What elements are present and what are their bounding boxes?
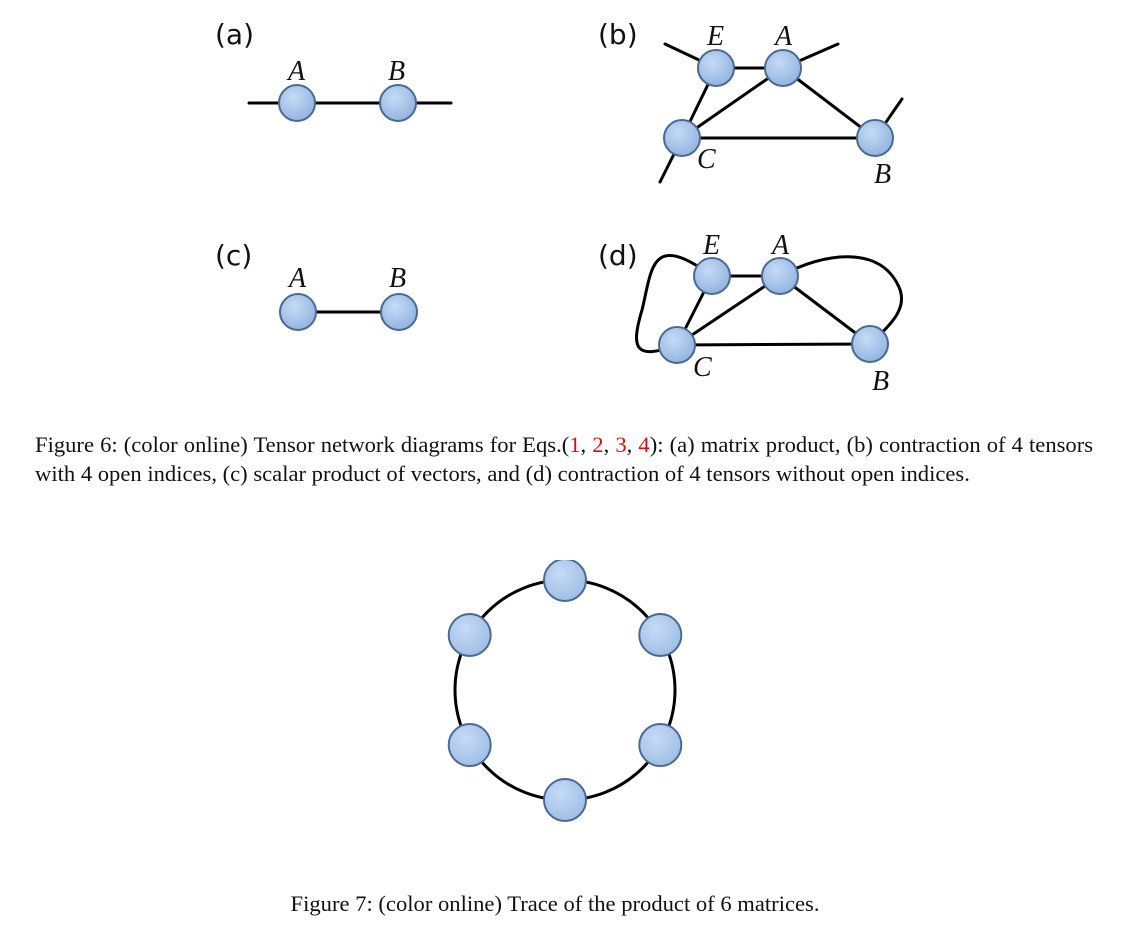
panel-c-node-a [279,293,317,331]
panel-c-label-b: B [389,263,406,294]
panel-a-label-b: B [388,56,405,87]
panel-d-node-a [761,257,799,295]
panel-b-node-b [856,119,894,157]
figure-6-diagram: (a) A B (b) E A C B (c) A B (d) [215,18,904,397]
figure-7-nodes [447,560,683,822]
figure-7-ring [453,578,677,802]
figure-7-node-1 [543,560,587,602]
panel-b-label: (b) [598,18,638,51]
equation-ref-2[interactable]: 2 [592,432,604,457]
panel-b-edge-a-b [781,66,877,140]
caption-prefix: Figure 6: (color online) Tensor network … [35,432,570,457]
figure-7-node-2 [638,613,683,657]
panel-d-node-c [658,326,696,364]
figure-7-node-3 [638,723,683,767]
panel-d-loop-e-c [635,253,714,354]
figure-7-node-6 [447,613,492,657]
panel-d-edge-c-b [675,342,872,347]
panel-c-node-b [380,293,418,331]
panel-a-label: (a) [215,18,254,51]
ref-separator: , [626,432,639,457]
panel-d-label: (d) [598,239,638,272]
panel-b: (b) E A C B [598,18,904,190]
panel-b-label-e: E [706,21,724,52]
panel-a: (a) A B [215,18,453,122]
panel-d-label-c: C [693,352,712,383]
panel-b-label-a: A [773,21,793,52]
panel-d-label-a: A [770,230,790,261]
figure-7-caption: Figure 7: (color online) Trace of the pr… [290,891,820,916]
panel-d-label-e: E [702,230,720,261]
panel-a-node-a [278,84,316,122]
equation-ref-1[interactable]: 1 [569,432,581,457]
panel-d-label-b: B [872,366,889,397]
panel-d: (d) E A C B [598,230,904,397]
figure-7-node-4 [543,778,587,822]
panel-c: (c) A B [215,239,418,331]
equation-ref-4[interactable]: 4 [638,432,650,457]
panel-c-label-a: A [287,263,307,294]
ref-separator: , [580,432,593,457]
panel-b-node-c [663,119,701,157]
caption-suffix: ): (a) matrix product, (b) contraction o… [35,432,1094,486]
panel-d-edge-a-c [675,274,782,347]
ref-separator: , [603,432,616,457]
figure-7-node-5 [447,723,492,767]
panel-b-label-b: B [874,159,891,190]
panel-b-edge-a-c [680,66,785,140]
panel-d-loop-a-b [778,255,904,346]
panel-b-node-e [697,49,735,87]
panel-b-node-a [764,49,802,87]
panel-d-node-b [851,325,889,363]
panel-b-label-c: C [697,144,716,175]
panel-a-node-b [379,84,417,122]
figure-7-diagram [447,560,683,822]
panel-c-label: (c) [215,239,252,272]
panel-a-label-a: A [286,56,306,87]
equation-ref-3[interactable]: 3 [615,432,627,457]
figure-6-caption: Figure 6: (color online) Tensor network … [35,430,1093,488]
panel-d-node-e [693,257,731,295]
